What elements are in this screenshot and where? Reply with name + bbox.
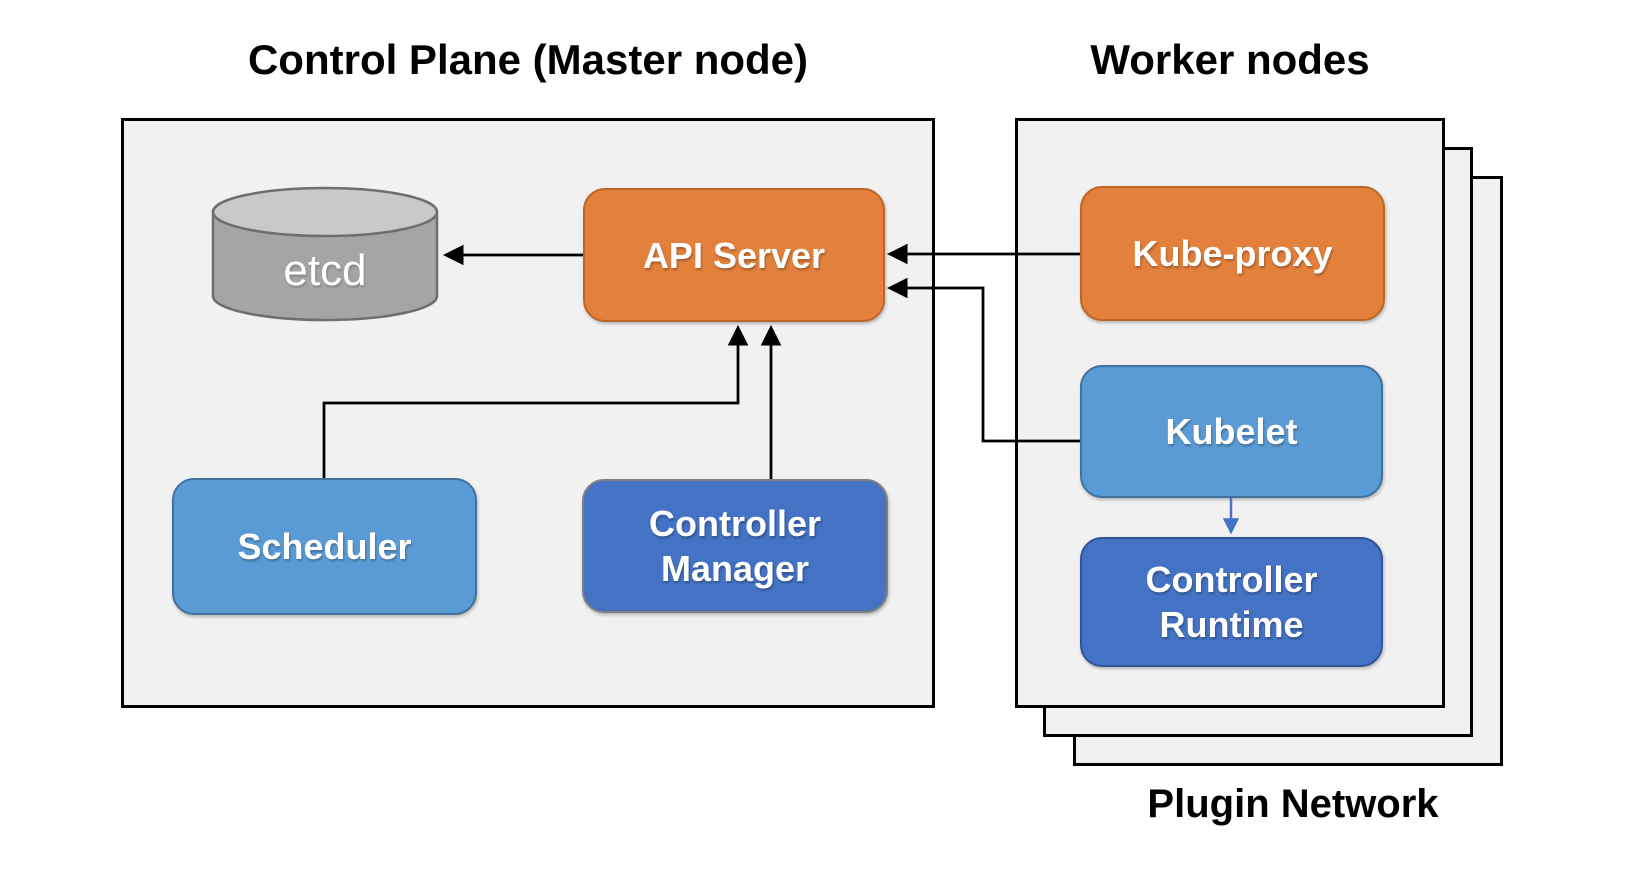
etcd-cylinder-shape	[211, 186, 439, 322]
control-plane-title: Control Plane (Master node)	[247, 36, 809, 83]
etcd-node-label: etcd	[283, 246, 367, 295]
kubelet-label: Kubelet	[1165, 411, 1298, 452]
scheduler-label: Scheduler	[237, 526, 412, 567]
plugin-network-label: Plugin Network	[1147, 782, 1439, 826]
scheduler-node: Scheduler	[172, 478, 477, 615]
kube-proxy-label: Kube-proxy	[1132, 233, 1333, 274]
worker-nodes-title: Worker nodes	[1090, 36, 1370, 83]
controller-manager-label: Controller Manager	[648, 503, 821, 589]
api-server-node: API Server	[583, 188, 885, 322]
controller-manager-node: Controller Manager	[582, 479, 888, 613]
etcd-cylinder-body	[211, 210, 439, 322]
controller-runtime-label: Controller Runtime	[1145, 559, 1318, 645]
kube-proxy-node: Kube-proxy	[1080, 186, 1385, 321]
kubelet-node: Kubelet	[1080, 365, 1383, 498]
controller-runtime-node: Controller Runtime	[1080, 537, 1383, 667]
api-server-label: API Server	[642, 234, 826, 276]
etcd-cylinder-top	[211, 186, 439, 238]
